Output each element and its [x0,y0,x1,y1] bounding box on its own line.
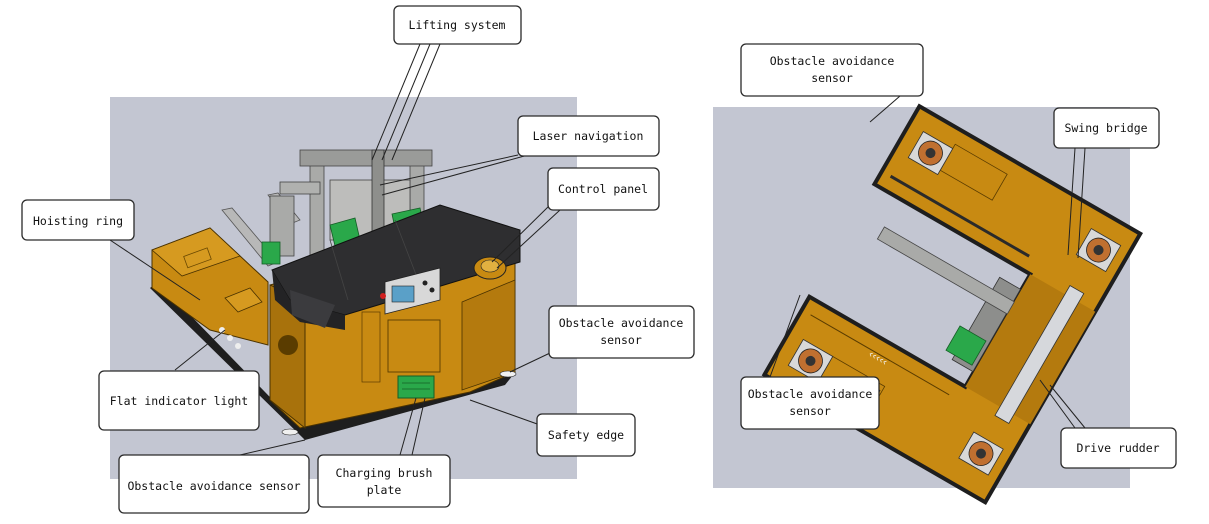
label-drive-rudder: Drive rudder [1076,441,1159,455]
label-lifting-system: Lifting system [409,18,506,32]
callout-charging-brush-plate: Charging brush plate [317,454,451,508]
label-charging-brush-line2: plate [367,483,402,497]
callout-safety-edge: Safety edge [536,413,636,457]
caster-wheel-top [907,131,954,176]
label-obstacle-sensor-mid-line1: Obstacle avoidance [748,387,873,401]
callout-laser-navigation: Laser navigation [517,115,660,157]
drive-rudder-wheel [958,431,1004,476]
label-laser-navigation: Laser navigation [533,129,644,143]
caster-wheel-bottom [787,338,834,383]
label-obstacle-sensor-front-line2: sensor [600,333,642,347]
label-obstacle-sensor-top-line2: sensor [811,71,853,85]
control-panel-screen [391,285,415,303]
callout-flat-indicator-light: Flat indicator light [98,370,260,431]
callout-obstacle-sensor-mid: Obstacle avoidance sensor [740,376,880,430]
callout-swing-bridge: Swing bridge [1053,107,1160,149]
label-obstacle-sensor-bottom: Obstacle avoidance sensor [127,479,300,493]
charging-brush-plate [397,375,435,399]
label-control-panel: Control panel [558,182,648,196]
callout-obstacle-sensor-front: Obstacle avoidance sensor [548,305,695,359]
callout-obstacle-sensor-top: Obstacle avoidance sensor [740,43,924,97]
label-flat-indicator-light: Flat indicator light [110,394,248,408]
callout-hoisting-ring: Hoisting ring [21,199,135,241]
label-obstacle-sensor-top-line1: Obstacle avoidance [770,54,895,68]
label-swing-bridge: Swing bridge [1064,121,1147,135]
label-obstacle-sensor-mid-line2: sensor [789,404,831,418]
callout-obstacle-sensor-bottom: Obstacle avoidance sensor [118,454,310,514]
label-charging-brush-line1: Charging brush [336,466,433,480]
label-hoisting-ring: Hoisting ring [33,214,123,228]
callout-control-panel: Control panel [547,167,660,211]
label-obstacle-sensor-front-line1: Obstacle avoidance [559,316,684,330]
callout-drive-rudder: Drive rudder [1060,427,1177,469]
swing-bridge-wheel [1075,228,1122,273]
lifting-mast [261,149,433,265]
label-safety-edge: Safety edge [548,428,624,442]
callout-lifting-system: Lifting system [393,5,522,45]
